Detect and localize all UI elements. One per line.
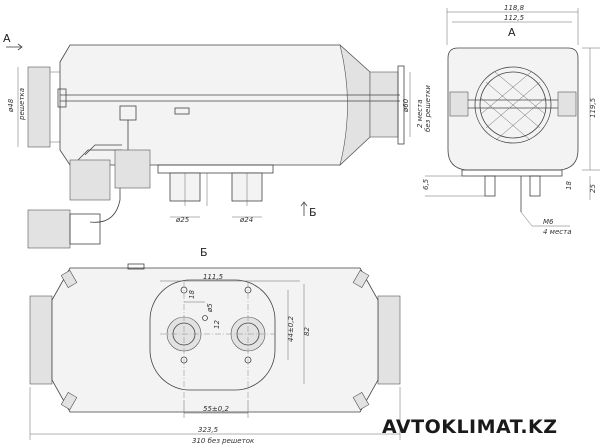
side-dim-d60: ø60 [402,98,410,113]
bottom-dim-len-note: 310 без решеток [192,437,255,445]
side-dim-d24: ø24 [239,216,253,224]
side-view: A ø48 решетка [3,32,432,249]
bottom-mount-plate [149,279,276,391]
heater-body-side [59,44,371,166]
front-lug-right [557,91,577,117]
bottom-dim-len: 323,5 [198,426,219,434]
bottom-dim-d44: 44±0,2 [287,316,295,342]
front-lug-left [449,91,469,117]
view-b-arrow-label: Б [309,206,317,219]
bottom-dim-d5: ø5 [206,303,214,313]
bottom-dim-d12: 12 [213,320,221,329]
side-dim-d60-note2: без решетки [424,85,432,132]
connector-c [27,209,71,249]
bolt-hole-5 [202,315,208,321]
front-grille [474,66,552,144]
connector-a [69,159,111,201]
side-dim-d48: ø48 [7,98,15,113]
connector-b [114,149,151,189]
front-dim-h4: 6,5 [422,178,430,190]
bottom-dim-w1: 111,5 [203,273,224,281]
right-outlet [369,71,399,138]
bottom-dim-d55: 55±0,2 [203,405,229,413]
front-view: A 118,8 112,5 119,5 25 18 6,5 [422,4,600,236]
mounting-plate [157,164,274,174]
view-a-label-left: A [3,32,11,45]
side-dim-d25: ø25 [175,216,190,224]
side-dim-d48-note: решетка [18,88,26,121]
bottom-cap-left [29,295,53,385]
front-m6-note: 4 места [543,228,571,236]
front-dim-h2: 25 [589,184,597,193]
view-b-title: Б [200,246,208,259]
front-dim-w1: 118,8 [504,4,525,12]
side-dim-d60-note1: 2 места [416,100,424,128]
body-end-section [339,44,371,166]
bottom-view: Б 111,5 18 ø5 12 44± [29,246,401,445]
left-grille-cap [27,66,51,148]
front-base [461,169,563,177]
front-m6: M6 [543,218,554,226]
bottom-cap-right [377,295,401,385]
bottom-dim-d18: 18 [188,290,196,299]
bottom-dim-d82: 82 [303,327,311,336]
front-dim-w2: 112,5 [504,14,525,22]
view-a-title: A [508,26,516,39]
watermark: AVTOKLIMAT.KZ [382,416,558,438]
front-dim-h1: 119,5 [589,97,597,118]
front-dim-h3: 18 [565,181,573,190]
bottom-body [51,267,379,413]
